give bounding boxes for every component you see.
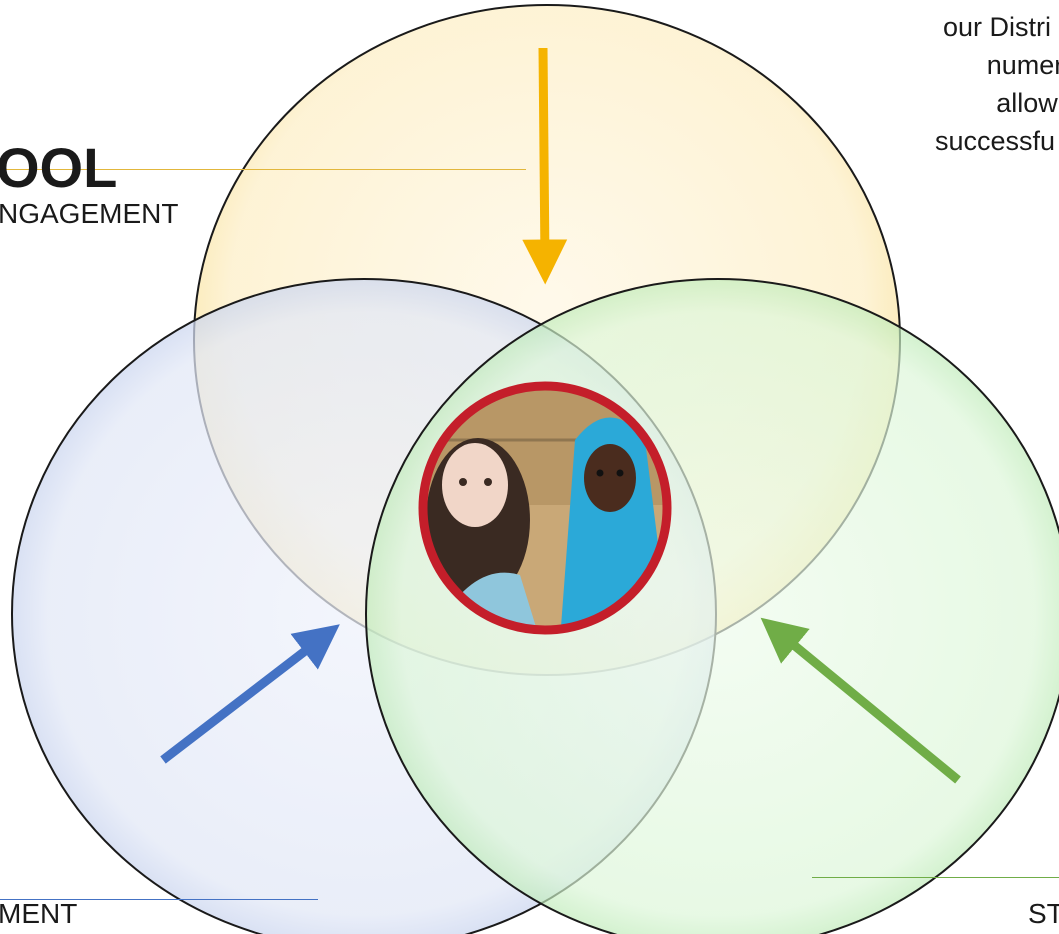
green-arrow <box>760 617 961 784</box>
paragraph-line: successfu <box>934 126 1055 156</box>
bottom-right-label: ST <box>1028 898 1059 929</box>
center-photo <box>427 390 663 626</box>
paragraph-line: numer <box>986 50 1059 80</box>
bottom-left-label: MENT <box>0 898 78 929</box>
heading-underline <box>0 169 526 170</box>
paragraph-line: allow <box>996 88 1058 118</box>
photo-ring <box>418 381 672 635</box>
heading-title: OOL <box>0 136 118 199</box>
blue-arrow <box>160 624 340 764</box>
bottom-left-underline <box>0 899 318 900</box>
heading-subtitle: NGAGEMENT <box>0 198 179 229</box>
paragraph-line: our Distri <box>942 12 1051 42</box>
intro-paragraph: our Distri numer allow successfu <box>935 8 1059 160</box>
yellow-arrow <box>522 47 568 285</box>
bottom-right-underline <box>812 877 1059 878</box>
